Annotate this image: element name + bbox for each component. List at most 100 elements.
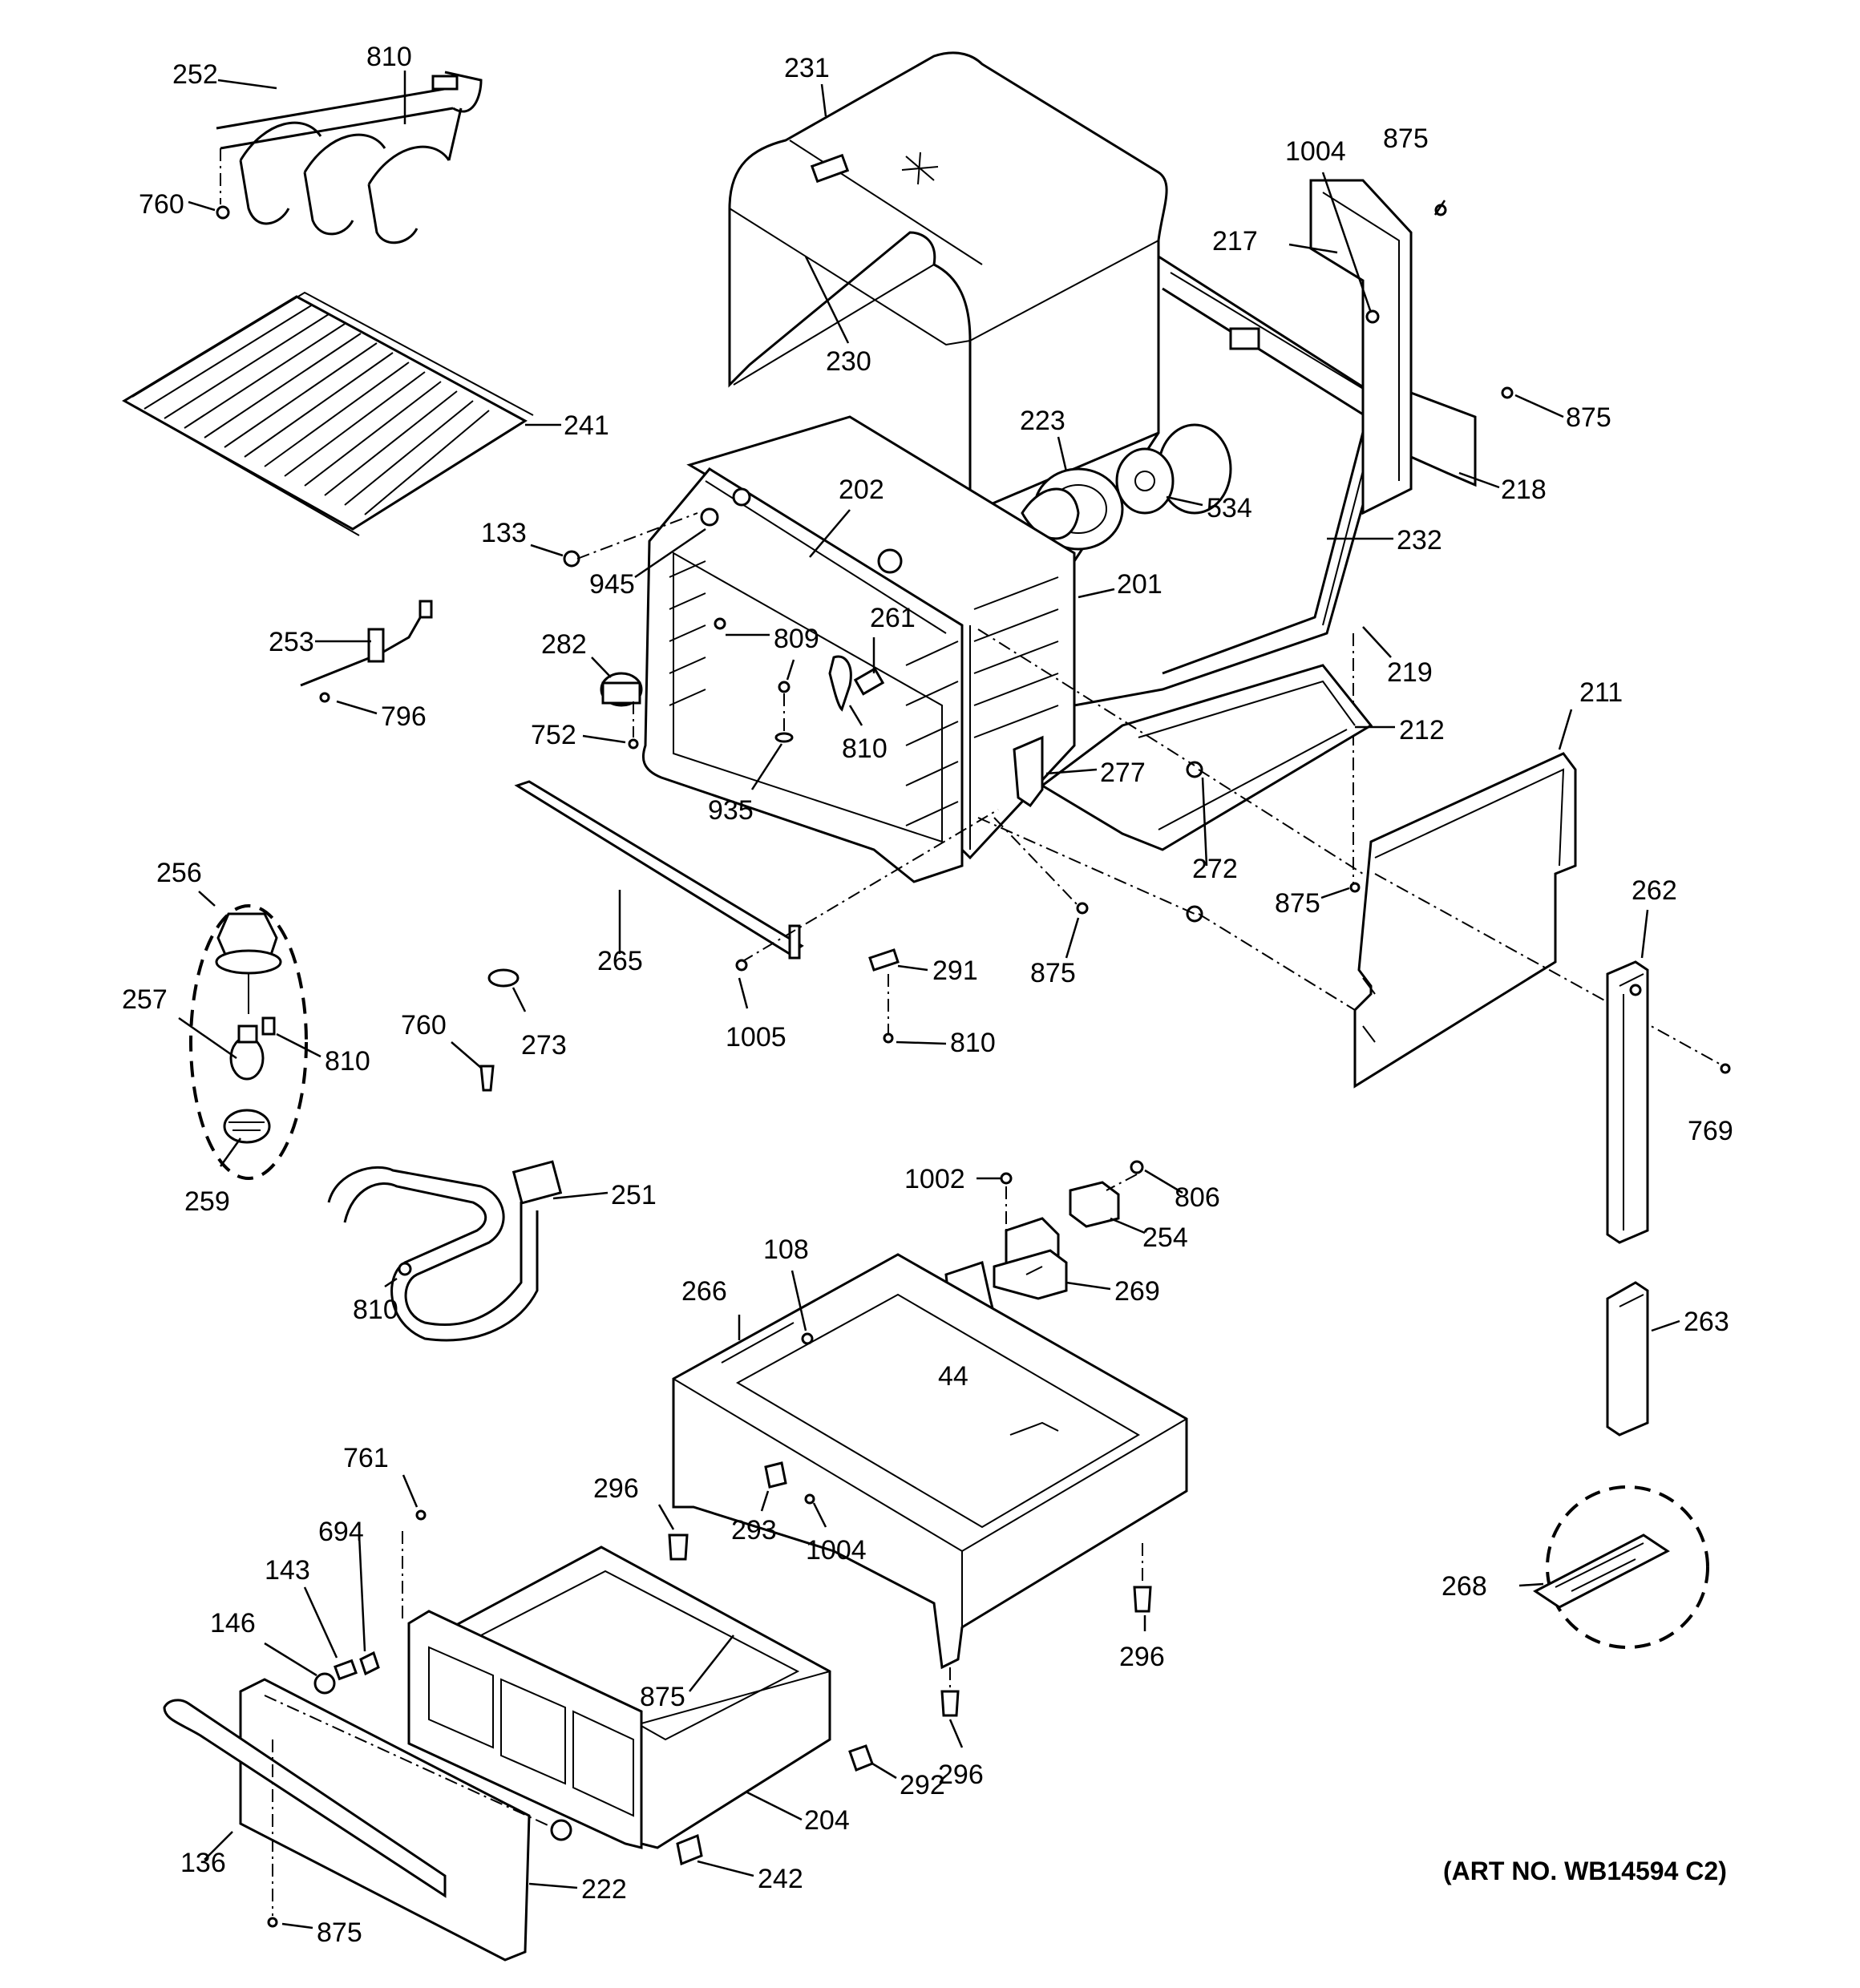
- callout-760: 760: [139, 189, 184, 220]
- callout-810: 810: [366, 42, 412, 72]
- front-trim-strip: [514, 780, 1089, 1009]
- bake-element: [327, 1160, 609, 1342]
- callout-272: 272: [1192, 854, 1238, 884]
- callout-222: 222: [581, 1874, 627, 1905]
- callout-1004: 1004: [1285, 136, 1346, 167]
- callout-935: 935: [708, 795, 754, 826]
- callout-108: 108: [763, 1234, 809, 1265]
- callout-201: 201: [1117, 569, 1162, 600]
- callout-133: 133: [481, 518, 527, 548]
- callout-534: 534: [1207, 493, 1252, 523]
- callout-875: 875: [1030, 958, 1076, 988]
- callout-277: 277: [1100, 758, 1146, 788]
- top-outer-wrapper: [728, 51, 1168, 515]
- callout-143: 143: [265, 1555, 310, 1586]
- callout-217: 217: [1212, 226, 1258, 257]
- temperature-sensor: [300, 600, 433, 715]
- callout-760: 760: [401, 1010, 447, 1040]
- callout-761: 761: [343, 1443, 389, 1473]
- hinge-bracket: [1013, 735, 1098, 808]
- callout-212: 212: [1399, 715, 1445, 746]
- callout-809: 809: [774, 624, 819, 654]
- broil-element: [188, 71, 483, 244]
- callout-223: 223: [1020, 406, 1065, 436]
- callout-256: 256: [156, 858, 202, 888]
- clip-293-and-screw-1004: [760, 1461, 827, 1528]
- drawer-glides: [676, 1744, 897, 1877]
- screw-760-and-grommet-273: [451, 968, 527, 1092]
- callout-796: 796: [381, 701, 427, 732]
- callout-296: 296: [938, 1760, 984, 1790]
- hinge-brackets-upper: [944, 1160, 1183, 1362]
- callout-810: 810: [950, 1028, 996, 1058]
- callout-218: 218: [1501, 475, 1547, 505]
- oven-rack: [122, 291, 561, 536]
- callout-875: 875: [317, 1917, 362, 1948]
- callout-292: 292: [900, 1770, 945, 1800]
- detail-inset-268: [1518, 1485, 1709, 1649]
- callout-875: 875: [1383, 123, 1429, 154]
- oven-light-assembly: [178, 891, 321, 1180]
- callout-257: 257: [122, 984, 168, 1015]
- callout-268: 268: [1442, 1571, 1487, 1602]
- callout-769: 769: [1688, 1116, 1733, 1146]
- callout-219: 219: [1387, 657, 1433, 688]
- hinge-rods: [977, 628, 1731, 1074]
- light-socket-area: [582, 617, 795, 790]
- callout-146: 146: [210, 1608, 256, 1638]
- callout-265: 265: [597, 946, 643, 976]
- drawer-support-frame: [672, 1253, 1188, 1670]
- callout-273: 273: [521, 1030, 567, 1061]
- callout-211: 211: [1579, 677, 1623, 708]
- callout-251: 251: [611, 1180, 657, 1210]
- callout-810: 810: [325, 1046, 370, 1077]
- callout-232: 232: [1397, 525, 1442, 556]
- misc-leaders: [1005, 1174, 1138, 1230]
- callout-875: 875: [1566, 402, 1611, 433]
- callout-202: 202: [839, 475, 884, 505]
- side-panel-and-bracket: [1288, 172, 1564, 515]
- callout-253: 253: [269, 627, 314, 657]
- callout-1002: 1002: [904, 1164, 965, 1194]
- callout-1004: 1004: [806, 1535, 867, 1566]
- callout-241: 241: [564, 410, 609, 441]
- callout-293: 293: [731, 1515, 777, 1546]
- drawer-front-panel: [163, 1678, 578, 1962]
- callout-296: 296: [1119, 1642, 1165, 1672]
- oven-cavity: [642, 415, 1115, 883]
- callout-252: 252: [172, 59, 218, 90]
- convection-fan: [1021, 436, 1203, 551]
- callout-752: 752: [531, 720, 576, 750]
- fastener-133-945: [530, 512, 706, 579]
- callout-806: 806: [1175, 1182, 1220, 1213]
- callout-945: 945: [589, 569, 635, 600]
- art-number: (ART NO. WB14594 C2): [1443, 1857, 1727, 1885]
- callout-269: 269: [1114, 1276, 1160, 1307]
- oven-rear-cabinet: [1073, 254, 1404, 890]
- callout-231: 231: [784, 53, 830, 83]
- callout-204: 204: [804, 1805, 850, 1836]
- callout-810: 810: [353, 1295, 398, 1325]
- callout-254: 254: [1142, 1222, 1188, 1253]
- side-trim-pieces: [1606, 909, 1680, 1436]
- storage-drawer: [407, 1546, 831, 1849]
- callout-136: 136: [180, 1848, 226, 1878]
- cavity-light-and-screw: [828, 637, 885, 726]
- callout-44: 44: [938, 1361, 968, 1392]
- callout-labels: 252 810 760 241 231 230 1004 875 217 875…: [122, 42, 1733, 1948]
- callout-266: 266: [681, 1276, 727, 1307]
- callout-230: 230: [826, 346, 871, 377]
- callout-259: 259: [184, 1186, 230, 1217]
- callout-261: 261: [870, 603, 916, 633]
- callout-262: 262: [1632, 875, 1677, 906]
- callout-296: 296: [593, 1473, 639, 1504]
- drawer-hardware: [264, 1474, 427, 1695]
- callout-263: 263: [1684, 1307, 1729, 1337]
- callout-242: 242: [758, 1864, 803, 1894]
- callout-875: 875: [1275, 888, 1320, 919]
- rear-cover-panel: [1353, 709, 1577, 1089]
- callout-1005: 1005: [726, 1022, 786, 1053]
- callout-694: 694: [318, 1517, 364, 1547]
